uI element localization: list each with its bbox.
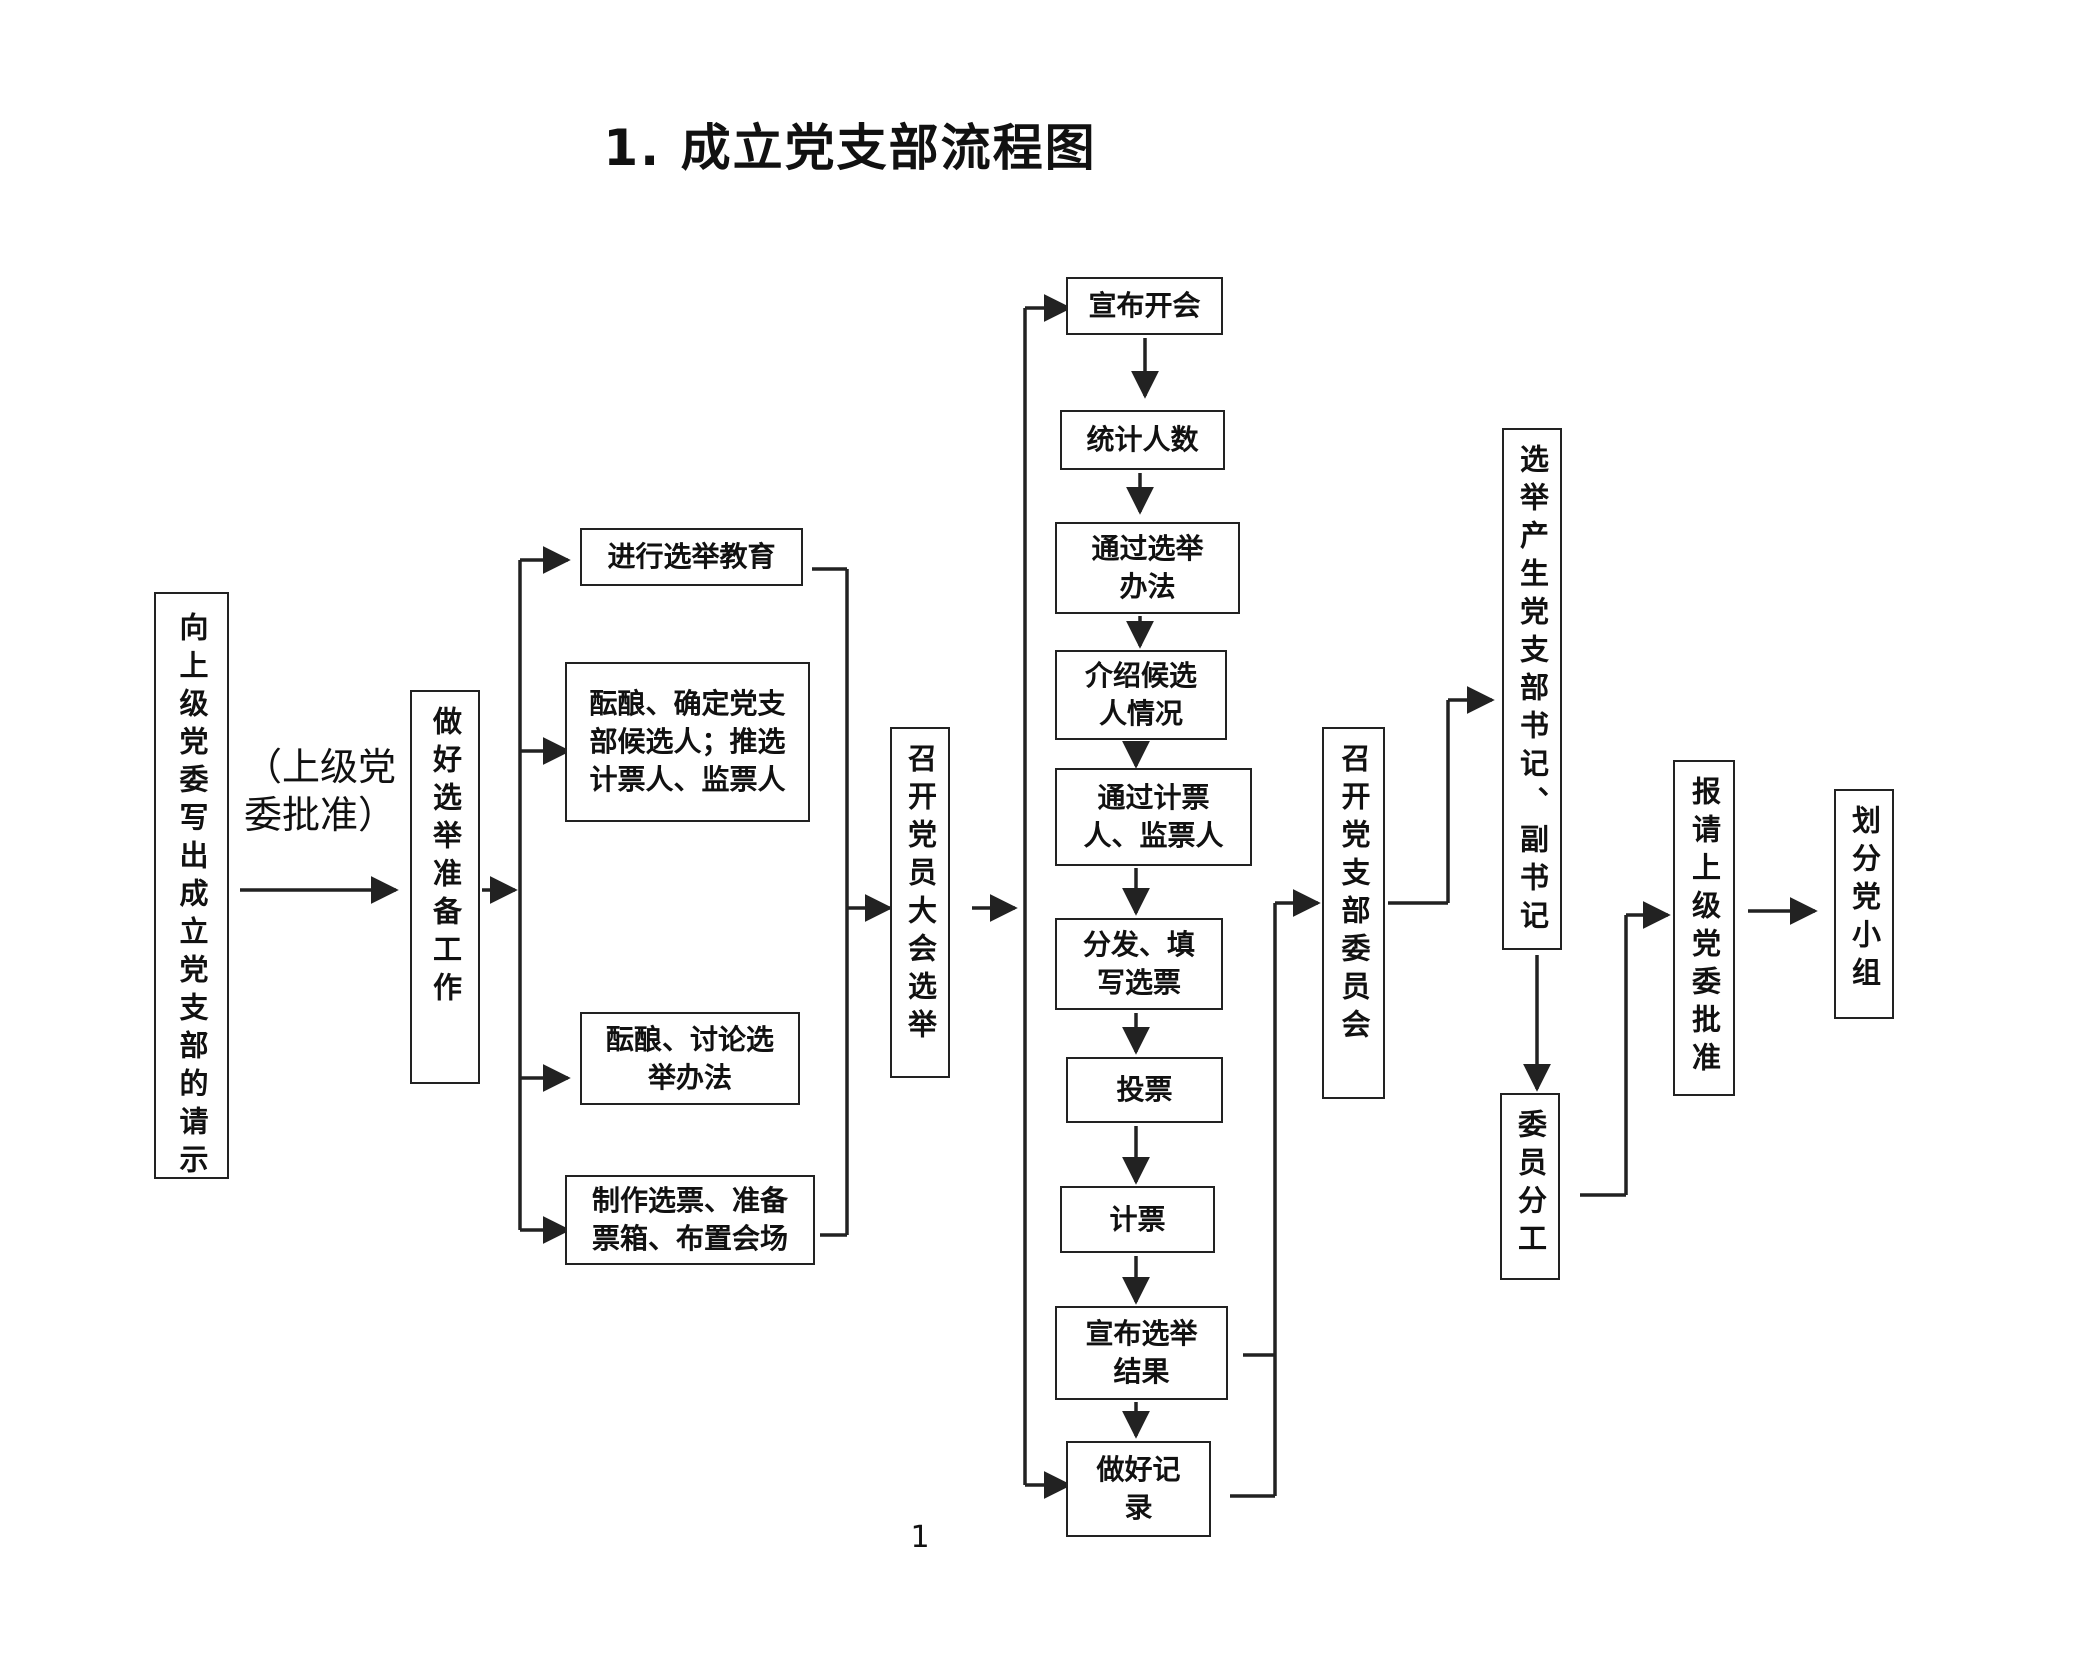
node-prepare: 做好选举准备工作 bbox=[410, 690, 480, 1084]
page-title: 1. 成立党支部流程图 bbox=[603, 119, 1097, 177]
node-count-votes: 计票 bbox=[1060, 1186, 1215, 1253]
node-request: 向上级党委写出成立党支部的请示 bbox=[154, 592, 229, 1182]
node-record: 做好记录 bbox=[1066, 1441, 1211, 1537]
node-count-people: 统计人数 bbox=[1060, 410, 1225, 470]
node-announce-result: 宣布选举结果 bbox=[1055, 1306, 1228, 1400]
node-division: 委员分工 bbox=[1500, 1093, 1560, 1280]
node-vote: 投票 bbox=[1066, 1057, 1223, 1123]
page-number: 1 bbox=[910, 1520, 930, 1555]
node-tickets: 制作选票、准备票箱、布置会场 bbox=[565, 1175, 815, 1265]
node-edu: 进行选举教育 bbox=[580, 528, 803, 586]
node-candidates: 酝酿、确定党支部候选人；推选计票人、监票人 bbox=[565, 662, 810, 822]
node-assembly: 召开党员大会选举 bbox=[890, 727, 950, 1078]
node-discuss: 酝酿、讨论选举办法 bbox=[580, 1012, 800, 1105]
node-distribute: 分发、填写选票 bbox=[1055, 918, 1223, 1010]
node-announce-open: 宣布开会 bbox=[1066, 277, 1223, 335]
approval-note: （上级党委批准） bbox=[243, 745, 396, 837]
node-groups: 划分党小组 bbox=[1834, 789, 1894, 1019]
node-introduce: 介绍候选人情况 bbox=[1055, 650, 1227, 740]
node-elect-secretary: 选举产生党支部书记、副书记 bbox=[1502, 428, 1562, 950]
node-pass-tellers: 通过计票人、监票人 bbox=[1055, 768, 1252, 866]
node-pass-method: 通过选举办法 bbox=[1055, 522, 1240, 614]
node-report: 报请上级党委批准 bbox=[1673, 760, 1735, 1096]
node-committee: 召开党支部委员会 bbox=[1322, 727, 1385, 1099]
